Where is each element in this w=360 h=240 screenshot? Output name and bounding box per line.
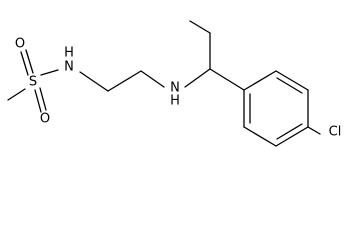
ring-bond-3 [275,126,309,147]
structure-canvas: S O O H N N H Cl [7,20,342,147]
atom-oxygen-bottom: O [40,112,50,127]
atom-sulfur: S [29,75,37,90]
atom-amine-hydrogen: H [170,94,180,109]
atom-oxygen-top: O [15,37,25,52]
bond-ch-phenyl [209,68,245,91]
bond-sulfur-nitrogen [40,69,59,76]
molecule-structure: S O O H N N H Cl [7,20,342,147]
bond-sulfur-oxygen-top-b [25,49,34,74]
bond-methyl-sulfur [7,88,26,101]
bond-sulfur-oxygen-top-a [20,51,29,76]
atom-chlorine: Cl [329,125,342,140]
atom-sulfonamide-nitrogen: N [64,60,74,75]
atom-sulfonamide-hydrogen: H [64,46,74,61]
bond-ch2-amine [140,70,165,88]
bond-nitrogen-ch2 [79,71,109,92]
bond-sulfur-oxygen-bottom-b [39,87,47,111]
bond-ethyl-ch3 [189,20,211,34]
ring-bond-5 [275,70,309,91]
ring-inner-double-3 [276,77,303,94]
ring-bond-2 [243,126,277,147]
ring-inner-double-2 [276,123,303,140]
bond-sulfur-oxygen-bottom-a [34,89,42,113]
bond-ring-chlorine [307,126,321,135]
bond-ch2-ch2 [107,70,142,92]
ring-bond-6 [243,70,277,91]
atom-amine-nitrogen: N [170,81,180,96]
bond-amine-ch [184,68,211,88]
